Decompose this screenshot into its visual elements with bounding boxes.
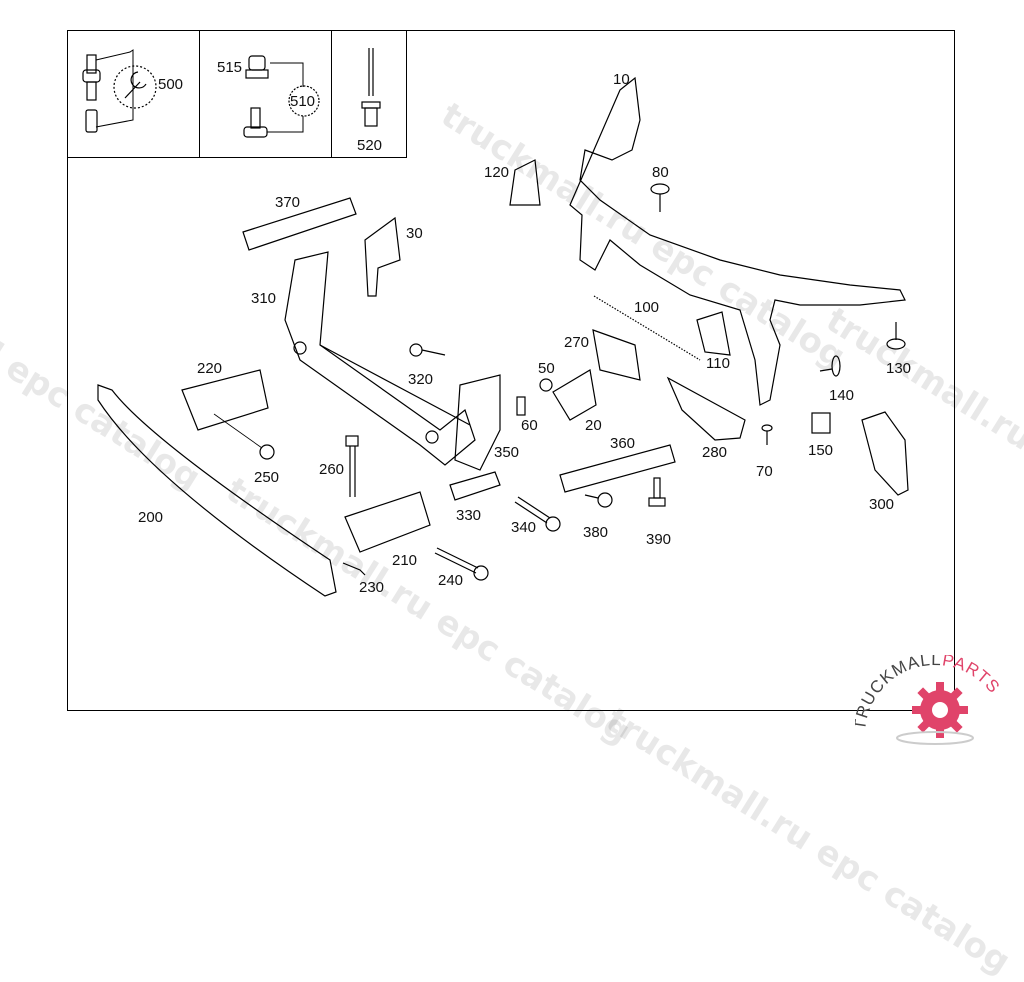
inset-box-500 xyxy=(67,30,200,158)
part-label[interactable]: 510 xyxy=(290,93,316,110)
part-350 xyxy=(454,374,501,471)
part-label[interactable]: 220 xyxy=(197,360,223,377)
part-label[interactable]: 350 xyxy=(494,444,520,461)
part-label[interactable]: 330 xyxy=(456,507,482,524)
part-70 xyxy=(761,424,773,445)
part-label[interactable]: 250 xyxy=(254,469,280,486)
part-250 xyxy=(213,413,275,460)
part-label[interactable]: 60 xyxy=(521,417,538,434)
part-220 xyxy=(181,369,269,431)
part-360 xyxy=(559,444,676,493)
part-label[interactable]: 340 xyxy=(511,519,537,536)
part-30 xyxy=(364,216,401,297)
part-label[interactable]: 260 xyxy=(319,461,345,478)
part-330 xyxy=(449,471,501,501)
rivet-icon xyxy=(361,48,381,127)
part-label[interactable]: 80 xyxy=(652,164,669,181)
part-340 xyxy=(514,496,561,532)
part-230 xyxy=(342,562,366,576)
part-label[interactable]: 50 xyxy=(538,360,555,377)
part-280 xyxy=(666,376,746,441)
logo-text-accent: PARTS xyxy=(941,655,1004,697)
part-320 xyxy=(409,343,446,357)
part-label[interactable]: 130 xyxy=(886,360,912,377)
part-label[interactable]: 380 xyxy=(583,524,609,541)
screw-icon xyxy=(243,107,268,138)
part-120 xyxy=(509,159,541,206)
inset-box-510 xyxy=(199,30,332,158)
part-130 xyxy=(886,322,906,350)
part-label[interactable]: 100 xyxy=(634,299,660,316)
gear-logo-icon: TRUCKMALLPARTS xyxy=(850,650,1004,745)
part-label[interactable]: 20 xyxy=(585,417,602,434)
part-label[interactable]: 390 xyxy=(646,531,672,548)
inset-box-520 xyxy=(331,30,407,158)
part-label[interactable]: 110 xyxy=(706,355,730,372)
part-label[interactable]: 320 xyxy=(408,371,434,388)
nut-icon xyxy=(245,55,269,79)
part-300 xyxy=(861,411,909,496)
part-140 xyxy=(819,355,841,377)
part-370 xyxy=(242,197,357,251)
part-270 xyxy=(592,329,641,381)
part-310 xyxy=(284,251,476,466)
part-210 xyxy=(344,491,431,553)
part-label[interactable]: 10 xyxy=(613,71,630,88)
part-20 xyxy=(552,369,597,421)
part-label[interactable]: 230 xyxy=(359,579,385,596)
part-200 xyxy=(97,384,337,597)
part-10 xyxy=(569,76,906,406)
part-label[interactable]: 515 xyxy=(217,59,243,76)
part-60 xyxy=(516,396,526,416)
part-label[interactable]: 70 xyxy=(756,463,773,480)
part-240 xyxy=(434,547,489,581)
part-label[interactable]: 120 xyxy=(484,164,510,181)
part-50 xyxy=(539,378,553,392)
part-label[interactable]: 200 xyxy=(138,509,164,526)
part-label[interactable]: 210 xyxy=(392,552,418,569)
part-110 xyxy=(696,311,731,356)
part-label[interactable]: 520 xyxy=(357,137,383,154)
part-100 xyxy=(593,295,701,361)
truckmall-parts-logo: TRUCKMALLPARTS xyxy=(850,650,1024,750)
part-260 xyxy=(345,435,359,497)
kit-circle-510 xyxy=(288,85,320,117)
part-390 xyxy=(648,477,666,507)
part-380 xyxy=(584,492,613,508)
part-label[interactable]: 310 xyxy=(251,290,277,307)
wrench-icon xyxy=(113,65,157,109)
part-label[interactable]: 270 xyxy=(564,334,590,351)
part-label[interactable]: 300 xyxy=(869,496,895,513)
part-150 xyxy=(811,412,831,434)
parts-drawing xyxy=(82,48,909,597)
part-label[interactable]: 280 xyxy=(702,444,728,461)
part-80 xyxy=(650,183,670,212)
part-label[interactable]: 360 xyxy=(610,435,636,452)
part-label[interactable]: 30 xyxy=(406,225,423,242)
part-label[interactable]: 500 xyxy=(158,76,184,93)
part-label[interactable]: 150 xyxy=(808,442,834,459)
diagram-frame xyxy=(67,30,955,711)
bolt-icon xyxy=(82,54,101,133)
part-label[interactable]: 240 xyxy=(438,572,464,589)
part-label[interactable]: 140 xyxy=(829,387,855,404)
part-label[interactable]: 370 xyxy=(275,194,301,211)
